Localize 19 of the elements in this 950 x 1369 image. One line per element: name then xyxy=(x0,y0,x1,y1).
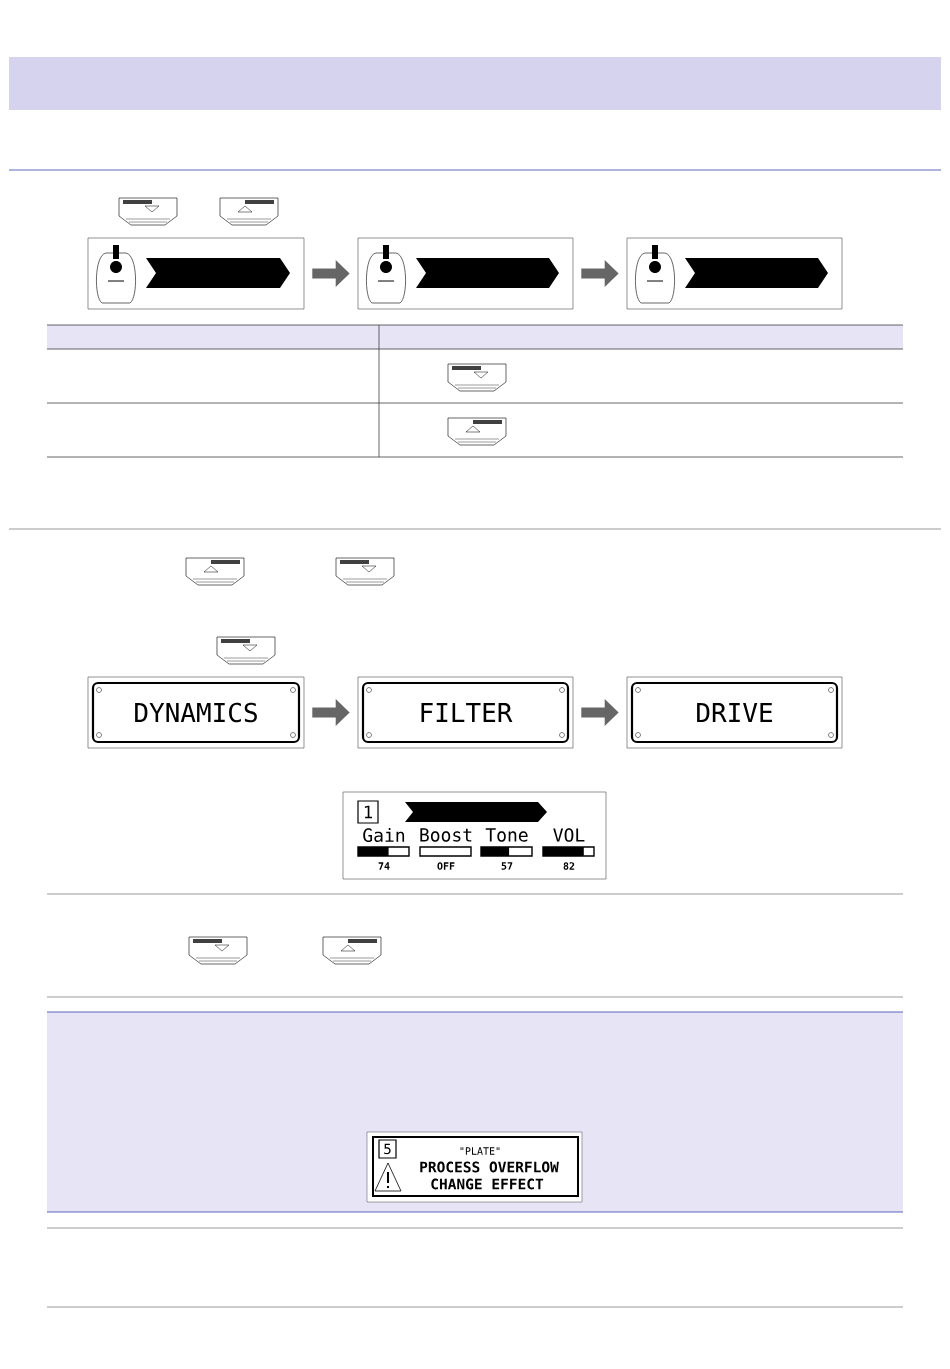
display-box: DRIVE xyxy=(626,676,843,749)
screen-text: "PLATE" xyxy=(460,1147,500,1155)
display-box: DYNAMICS xyxy=(87,676,305,749)
parameter-name: Gain xyxy=(363,828,405,842)
display-box xyxy=(626,237,843,310)
parameter-name: VOL xyxy=(553,828,585,842)
display-box xyxy=(87,237,305,310)
parameter-value: OFF xyxy=(437,862,455,870)
display-box: FILTER xyxy=(357,676,574,749)
parameter-value: 74 xyxy=(378,862,390,870)
display-box xyxy=(357,237,574,310)
warning-text: CHANGE EFFECT xyxy=(431,1178,544,1190)
number-label: 1 xyxy=(364,805,372,819)
number-label: 5 xyxy=(384,1143,391,1155)
parameter-name: Boost xyxy=(420,828,472,842)
parameter-name: Tone xyxy=(485,828,528,842)
parameter-value: 57 xyxy=(501,862,513,870)
parameter-value: 82 xyxy=(563,862,575,870)
warning-text: PROCESS OVERFLOW xyxy=(420,1161,559,1173)
